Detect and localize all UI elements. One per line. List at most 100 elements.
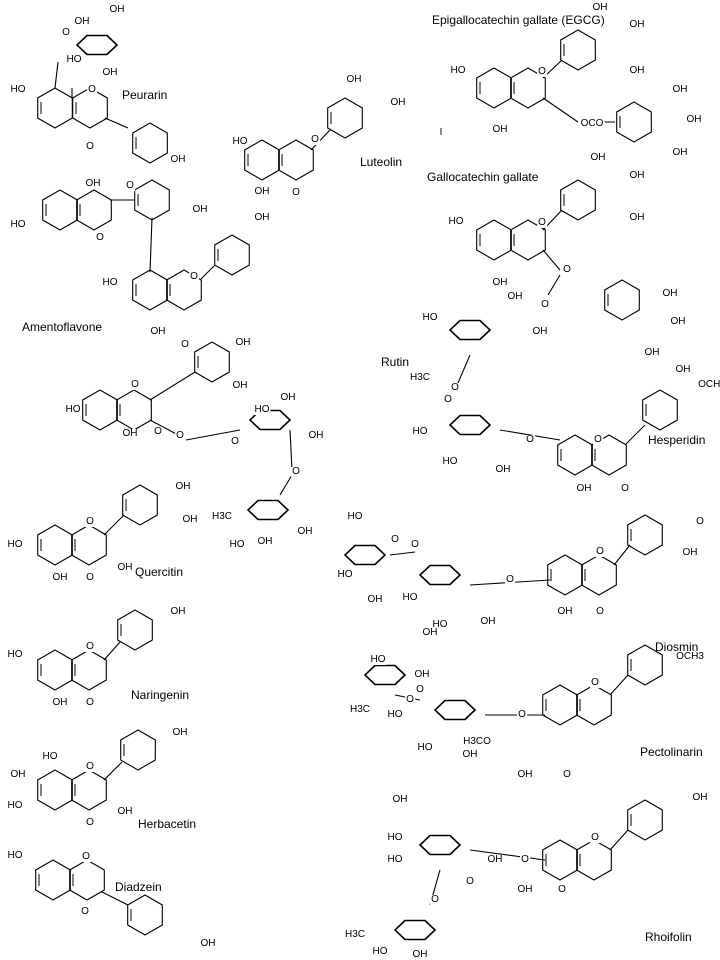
atom-label: O bbox=[593, 434, 603, 445]
compound-name-hesperidin: Hesperidin bbox=[648, 433, 706, 447]
atom-label: O bbox=[430, 894, 440, 905]
atom-label: O bbox=[230, 436, 240, 447]
atom-label: H3C bbox=[348, 704, 372, 715]
aromatic-ring bbox=[127, 894, 163, 936]
atom-label: OH bbox=[479, 616, 497, 627]
atom-label: H3C bbox=[343, 929, 367, 940]
atom-label: HO bbox=[6, 649, 24, 660]
quercitin-structure bbox=[37, 484, 158, 566]
atom-label: OCH3 bbox=[675, 651, 705, 662]
aromatic-ring bbox=[117, 609, 153, 651]
aromatic-ring bbox=[37, 769, 73, 811]
atom-label: OH bbox=[345, 74, 363, 85]
peurarin-structure bbox=[37, 34, 168, 164]
atom-label: OH bbox=[279, 392, 297, 403]
aromatic-ring bbox=[37, 87, 73, 129]
atom-label: OH bbox=[421, 627, 439, 638]
bond bbox=[542, 249, 561, 271]
atom-label: HO bbox=[416, 742, 434, 753]
aromatic-ring bbox=[132, 269, 168, 311]
atom-label: O bbox=[180, 339, 190, 350]
atom-label: HO bbox=[336, 569, 354, 580]
atom-label: H3C bbox=[210, 511, 234, 522]
aromatic-ring bbox=[510, 219, 546, 261]
atom-label: OH bbox=[628, 212, 646, 223]
atom-label: O bbox=[87, 84, 97, 95]
atom-label: O bbox=[310, 134, 320, 145]
atom-label: HO bbox=[9, 84, 27, 95]
compound-name-rhoifolin: Rhoifolin bbox=[645, 930, 692, 944]
atom-label: O bbox=[465, 876, 475, 887]
aromatic-ring bbox=[327, 97, 363, 139]
atom-label: OH bbox=[691, 792, 709, 803]
sugar-ring bbox=[363, 664, 407, 686]
atom-label: O bbox=[410, 539, 420, 550]
aromatic-ring bbox=[627, 514, 663, 556]
aromatic-ring bbox=[604, 279, 640, 321]
rhoifolin-structure bbox=[393, 799, 663, 941]
aromatic-ring bbox=[37, 524, 73, 566]
atom-label: HO bbox=[447, 216, 465, 227]
atom-label: OH bbox=[191, 204, 209, 215]
atom-label: OH bbox=[589, 152, 607, 163]
aromatic-ring bbox=[278, 139, 314, 181]
compound-name-diosmin: Diosmin bbox=[655, 640, 699, 654]
bond bbox=[103, 514, 125, 536]
atom-label: O bbox=[520, 854, 530, 865]
atom-label: OH bbox=[461, 749, 479, 760]
atom-label: HO bbox=[386, 832, 404, 843]
atom-label: O bbox=[557, 884, 567, 895]
atom-label: HO bbox=[41, 751, 59, 762]
atom-label: O bbox=[85, 516, 95, 527]
atom-label: OH bbox=[73, 16, 91, 27]
atom-label: OH bbox=[671, 147, 689, 158]
sugar-ring bbox=[418, 834, 462, 856]
aromatic-ring bbox=[214, 234, 250, 276]
atom-label: OH bbox=[116, 562, 134, 573]
atom-label: O bbox=[590, 832, 600, 843]
hesperidin-structure bbox=[448, 319, 678, 476]
atom-label: OH bbox=[413, 669, 431, 680]
aromatic-ring bbox=[627, 644, 663, 686]
sugar-ring bbox=[393, 919, 437, 941]
atom-label: OH bbox=[411, 949, 429, 960]
atom-label: H3CO bbox=[462, 736, 492, 747]
atom-label: OH bbox=[661, 288, 679, 299]
atom-label: OH bbox=[231, 380, 249, 391]
atom-label: O bbox=[595, 606, 605, 617]
atom-label: OH bbox=[628, 65, 646, 76]
atom-label: O bbox=[562, 769, 572, 780]
bond bbox=[542, 97, 579, 123]
bond bbox=[54, 61, 59, 89]
aromatic-ring bbox=[244, 139, 280, 181]
atom-label: HO bbox=[369, 654, 387, 665]
atom-label: OH bbox=[669, 316, 687, 327]
atom-label: OH bbox=[575, 483, 593, 494]
bond bbox=[624, 424, 646, 446]
atom-label: OH bbox=[101, 67, 119, 78]
atom-label: O bbox=[415, 684, 425, 695]
atom-label: HO bbox=[64, 404, 82, 415]
bond bbox=[101, 891, 129, 906]
atom-label: HO bbox=[421, 312, 439, 323]
atom-label: OH bbox=[556, 606, 574, 617]
bond bbox=[149, 419, 181, 437]
atom-label: OH bbox=[628, 170, 646, 181]
atom-label: OH bbox=[199, 938, 217, 949]
atom-label: HO bbox=[6, 850, 24, 861]
pectolinarin-structure bbox=[363, 644, 663, 726]
atom-label: I bbox=[438, 127, 444, 138]
aromatic-ring bbox=[71, 649, 107, 691]
aromatic-ring bbox=[576, 684, 612, 726]
aromatic-ring bbox=[71, 769, 107, 811]
atom-label: O bbox=[85, 697, 95, 708]
atom-label: OH bbox=[685, 114, 703, 125]
sugar-ring bbox=[448, 414, 492, 436]
bond bbox=[613, 544, 631, 566]
atom-label: OH bbox=[674, 364, 692, 375]
atom-label: O bbox=[537, 217, 547, 228]
bond bbox=[279, 474, 293, 496]
atom-label: O bbox=[95, 232, 105, 243]
bond bbox=[310, 129, 331, 151]
